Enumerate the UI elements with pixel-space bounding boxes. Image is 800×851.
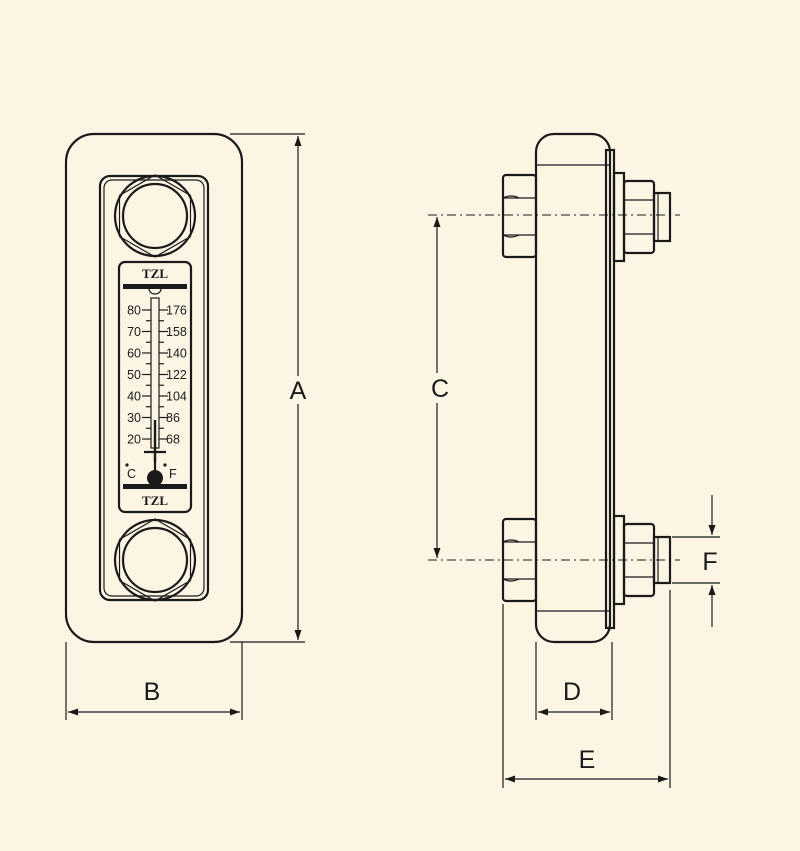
scale-ticks: [142, 309, 168, 440]
top-bar: [123, 284, 187, 289]
celsius-tick-label: 70: [127, 325, 141, 339]
dimension-b: B: [65, 642, 243, 720]
fahrenheit-tick-label: 176: [166, 304, 187, 318]
celsius-tick-label: 60: [127, 347, 141, 361]
celsius-tick-label: 20: [127, 433, 141, 447]
dimension-label-c: C: [431, 375, 449, 403]
front-view: TZL 80 70 60 50 40 30 20 176 158 140 122 104 86 68 C…: [64, 132, 307, 720]
fahrenheit-tick-label: 140: [166, 347, 187, 361]
side-body: [534, 132, 612, 644]
dimension-a: A: [230, 133, 307, 643]
dimension-label-f: F: [702, 548, 717, 576]
celsius-scale: 80 70 60 50 40 30 20: [127, 304, 141, 447]
thermometer-bulb: [147, 470, 163, 486]
brand-logo-bottom: TZL: [142, 493, 168, 508]
top-bolt-head: [113, 174, 197, 258]
celsius-tick-label: 50: [127, 368, 141, 382]
bottom-bar: [123, 484, 187, 489]
dimension-label-d: D: [563, 678, 581, 706]
fahrenheit-scale: 176 158 140 122 104 86 68: [166, 304, 187, 447]
dimension-label-e: E: [579, 746, 596, 774]
fahrenheit-tick-label: 158: [166, 325, 187, 339]
fahrenheit-unit-label: F: [169, 467, 177, 481]
celsius-tick-label: 40: [127, 390, 141, 404]
fahrenheit-tick-label: 122: [166, 368, 187, 382]
top-bulb-cap: [148, 288, 162, 295]
dimension-e: E: [502, 590, 671, 788]
fahrenheit-tick-label: 86: [166, 411, 180, 425]
dimension-label-a: A: [290, 377, 307, 405]
fahrenheit-tick-label: 68: [166, 433, 180, 447]
top-nut-right: [612, 171, 672, 263]
top-nut-left: [501, 173, 538, 259]
side-view: C D E F: [428, 132, 720, 788]
celsius-unit-label: C: [127, 467, 136, 481]
front-window-inner: [103, 179, 205, 597]
dimension-d: D: [535, 642, 613, 720]
dimension-c: C: [431, 217, 449, 558]
dimension-label-b: B: [144, 678, 161, 706]
bottom-bolt-head: [113, 518, 197, 602]
fahrenheit-tick-label: 104: [166, 390, 187, 404]
dimension-f: F: [672, 495, 720, 627]
thermometer-panel: TZL 80 70 60 50 40 30 20 176 158 140 122 104 86 68 C…: [117, 260, 193, 514]
celsius-tick-label: 30: [127, 411, 141, 425]
brand-logo-top: TZL: [142, 266, 168, 281]
front-body-outline: [64, 132, 244, 644]
celsius-tick-label: 80: [127, 304, 141, 318]
